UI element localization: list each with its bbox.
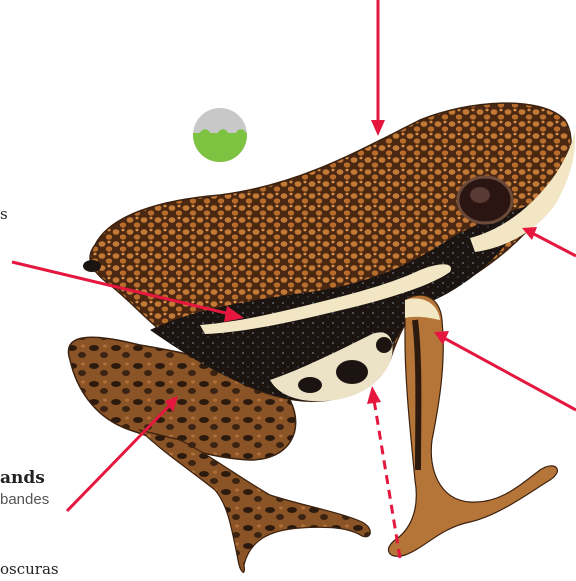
label-bands: ands: [0, 468, 45, 488]
habitat-ground-icon: [190, 105, 252, 170]
label-bandes: bandes: [0, 491, 49, 508]
partial-label-s: s: [0, 205, 8, 223]
label-oscuras: oscuras: [0, 560, 59, 578]
